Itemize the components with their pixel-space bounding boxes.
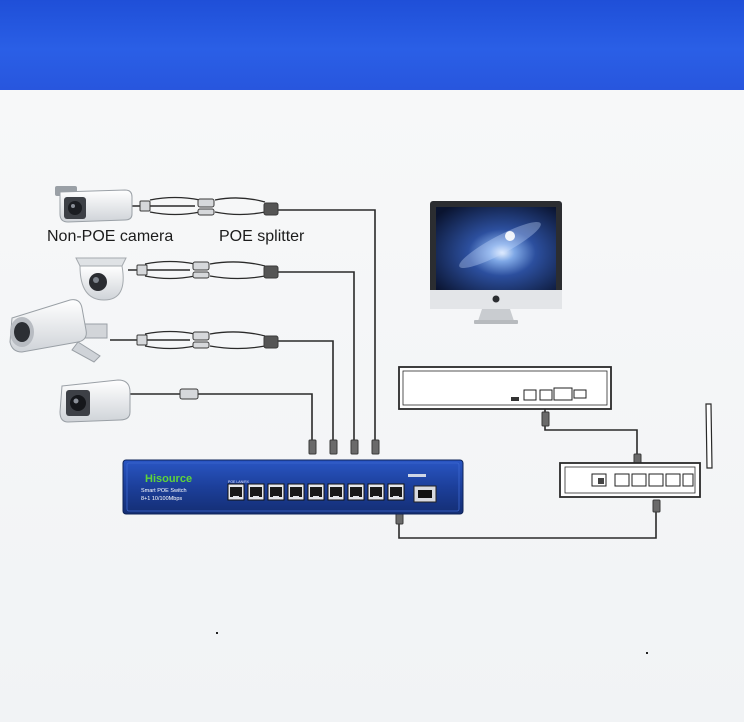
router xyxy=(559,403,713,498)
switch-port-group-label: POE LAN/RX xyxy=(228,480,250,484)
nvr-recorder xyxy=(398,366,612,410)
header-band xyxy=(0,0,744,90)
connectors xyxy=(136,198,661,525)
switch-port xyxy=(347,483,365,501)
apple-logo-icon xyxy=(492,295,500,303)
splitter-wires xyxy=(144,196,266,350)
cables xyxy=(110,205,657,539)
switch-port xyxy=(387,483,405,501)
switch-port xyxy=(287,483,305,501)
cable-splitter-1 xyxy=(278,209,376,445)
switch-model: Smart POE Switch xyxy=(141,488,187,494)
bullet-camera-3 xyxy=(9,299,108,363)
switch-port xyxy=(307,483,325,501)
switch-ports xyxy=(227,483,405,501)
switch-brand: Hisource xyxy=(145,473,192,485)
stray-dot xyxy=(646,652,648,654)
switch-port xyxy=(227,483,245,501)
cable-nvr-router xyxy=(544,408,638,462)
switch-spec: 8+1 10/100Mbps xyxy=(141,496,182,502)
dome-camera-2 xyxy=(75,257,127,301)
monitor xyxy=(430,201,562,324)
poe-splitter-label: POE splitter xyxy=(219,228,305,245)
switch-port xyxy=(327,483,345,501)
poe-switch: Hisource Smart POE Switch 8+1 10/100Mbps… xyxy=(122,459,464,515)
bullet-camera-1 xyxy=(55,186,133,223)
cable-uplink xyxy=(398,505,657,539)
non-poe-camera-label: Non-POE camera xyxy=(47,228,173,245)
switch-port xyxy=(267,483,285,501)
switch-port xyxy=(247,483,265,501)
switch-port xyxy=(367,483,385,501)
cable-camera-4b xyxy=(198,393,313,445)
stray-dot xyxy=(216,632,218,634)
cable-splitter-2 xyxy=(278,271,355,445)
cable-splitter-3 xyxy=(278,340,334,445)
box-camera-4 xyxy=(59,379,131,423)
